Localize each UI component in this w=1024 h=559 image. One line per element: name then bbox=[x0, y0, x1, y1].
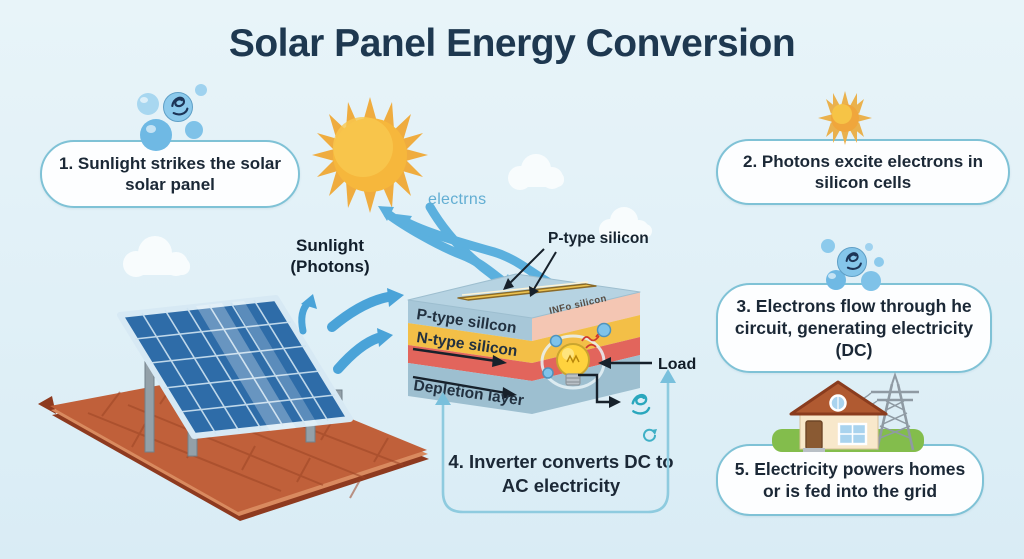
side-face-label: INFo silicon bbox=[548, 293, 608, 317]
house-icon bbox=[789, 380, 888, 452]
step-5-box: 5. Electricity powers homes or is fed in… bbox=[716, 444, 984, 516]
lightbulb-circuit bbox=[540, 322, 612, 390]
step-3-label: 3. Electrons flow through he circuit, ge… bbox=[734, 295, 974, 361]
electron-squiggle-icon bbox=[629, 392, 652, 417]
electron-dots bbox=[542, 322, 612, 379]
cloud-left bbox=[123, 236, 190, 277]
solar-panel bbox=[117, 295, 353, 439]
home-grid-illustration bbox=[772, 371, 924, 452]
load-arrow bbox=[598, 357, 652, 369]
p-type-callout-arrows bbox=[503, 248, 557, 297]
step-3-box: 3. Electrons flow through he circuit, ge… bbox=[716, 283, 992, 373]
load-label: Load bbox=[658, 356, 696, 373]
photon-electron-arrows bbox=[383, 202, 591, 305]
small-sun-icon bbox=[818, 91, 872, 145]
spin-arrow-icon bbox=[643, 428, 657, 442]
cloud-right bbox=[599, 207, 652, 241]
cloud-center bbox=[508, 154, 564, 190]
step-2-box: 2. Photons excite electrons in silicon c… bbox=[716, 139, 1010, 205]
photon-electron-arrowheads bbox=[378, 206, 516, 292]
step-4-label: 4. Inverter converts DC to AC electricit… bbox=[448, 451, 674, 497]
p-type-callout-label: P-type silicon bbox=[548, 230, 649, 247]
red-spark-scribbles bbox=[581, 333, 604, 349]
bus-bar bbox=[457, 281, 597, 301]
sunlight-label-line2: (Photons) bbox=[290, 257, 369, 276]
electrons-label: electrns bbox=[428, 191, 486, 208]
lightbulb-icon bbox=[556, 343, 590, 386]
transmission-tower-icon bbox=[847, 371, 919, 451]
roof bbox=[38, 371, 429, 521]
output-wire bbox=[578, 373, 621, 408]
step-5-label: 5. Electricity powers homes or is fed in… bbox=[734, 458, 966, 501]
step-1-label: 1. Sunlight strikes the solar solar pane… bbox=[58, 153, 281, 194]
step-4-box: 4. Inverter converts DC to AC electricit… bbox=[441, 450, 681, 499]
depletion-arrows bbox=[412, 347, 517, 399]
step-2-label: 2. Photons excite electrons in silicon c… bbox=[743, 151, 983, 192]
page-title: Solar Panel Energy Conversion bbox=[228, 22, 796, 65]
depletion-layer-label: Depletion layer bbox=[412, 377, 524, 409]
step-1-box: 1. Sunlight strikes the solar solar pane… bbox=[40, 140, 300, 208]
panel-to-cell-arrows bbox=[298, 288, 404, 374]
sunlight-label-line1: Sunlight bbox=[296, 236, 364, 255]
p-type-layer-label: P-type sillcon bbox=[415, 306, 517, 337]
panel-stand bbox=[144, 351, 343, 457]
sun-icon bbox=[312, 97, 428, 213]
n-type-layer-label: N-type silicon bbox=[415, 329, 518, 360]
silicon-cell-block bbox=[407, 273, 641, 414]
